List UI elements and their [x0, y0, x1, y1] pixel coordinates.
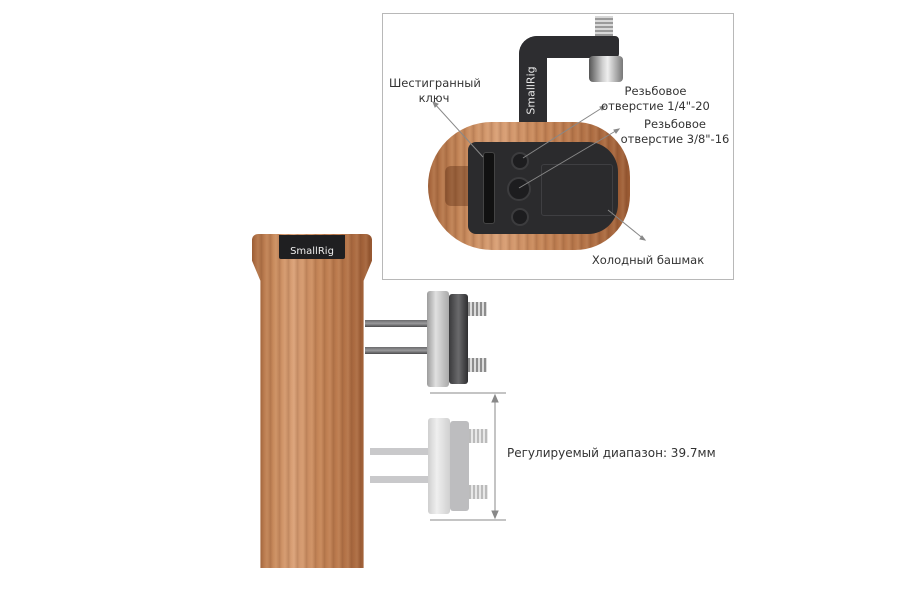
handle-brand-text: SmallRig	[290, 246, 334, 257]
detail-inset: SmallRig Шестигранный ключ Резьбовое отв…	[382, 13, 734, 280]
label-cold-shoe: Холодный башмак	[591, 253, 705, 267]
top-screw	[595, 16, 613, 36]
mount-rod-upper	[365, 320, 433, 327]
range-dimension-arrow	[430, 392, 506, 521]
ghost-rod-lower	[370, 476, 438, 483]
l-bracket-horizontal	[519, 36, 619, 58]
clamp-plate-upper	[449, 294, 468, 384]
clamp-block-upper	[427, 291, 449, 387]
callout-lines	[432, 101, 647, 241]
label-thread-three-eighths: Резьбовое отверстие 3/8"-16	[620, 117, 730, 146]
ghost-clamp-plate	[450, 421, 469, 511]
range-label: Регулируемый диапазон: 39.7мм	[507, 446, 716, 460]
hex-key	[483, 152, 495, 224]
handle-top-shoe	[279, 235, 345, 259]
ghost-screw-1	[469, 429, 488, 443]
label-thread-quarter: Резьбовое отверстие 1/4"-20	[601, 84, 710, 113]
locking-knob	[589, 56, 623, 82]
mount-rod-lower	[365, 347, 433, 354]
label-hex-key: Шестигранный ключ	[389, 76, 481, 105]
thread-hole-quarter-bottom	[511, 208, 529, 226]
screw-upper-2	[468, 358, 487, 372]
ghost-clamp-block	[428, 418, 450, 514]
wooden-handle	[252, 234, 372, 568]
thread-hole-three-eighths	[507, 177, 531, 201]
cold-shoe-rail	[541, 164, 613, 216]
ghost-screw-2	[469, 485, 488, 499]
ghost-rod-upper	[370, 448, 438, 455]
screw-upper-1	[468, 302, 487, 316]
